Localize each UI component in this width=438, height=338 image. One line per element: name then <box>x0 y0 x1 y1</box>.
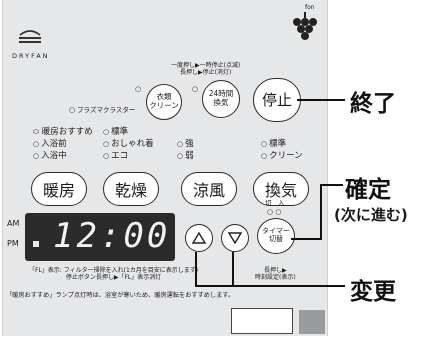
clothes-clean-label: 衣類 クリーン <box>149 92 179 110</box>
callout-next: (次に進む) <box>334 206 408 224</box>
heating-label: 暖房 <box>42 181 75 200</box>
timer-on-off-labels: 切 入 <box>265 199 285 207</box>
heating-button[interactable]: 暖房 <box>31 172 87 206</box>
triangle-down-icon <box>228 232 242 244</box>
bottom-window <box>231 308 293 334</box>
callout-line-change-v2 <box>232 252 234 286</box>
heating-option: 入浴前 <box>33 138 93 150</box>
ventilation-24h-button[interactable]: 24時間 換気 <box>202 80 240 118</box>
dryfan-logo-icon <box>17 28 43 48</box>
brand-name: DRYFAN <box>12 52 50 60</box>
timer-label: タイマー 切替 <box>262 227 290 243</box>
pm-label: PM <box>7 239 19 248</box>
clothes-clean-lamp <box>135 84 143 93</box>
heating-options: ⬭ 暖房おすすめ 入浴前 入浴中 <box>33 126 93 162</box>
stop-label: 停止 <box>261 90 292 109</box>
pm-indicator-icon <box>33 241 39 247</box>
callout-confirm: 確定 <box>345 177 391 203</box>
ventilation-option: クリーン <box>261 150 303 162</box>
timer-long-press-note: 長押し▶ 時刻設定(表示) <box>255 267 296 281</box>
cooling-options: 強 弱 <box>177 138 194 162</box>
corner-mark: fon <box>305 4 315 11</box>
triangle-up-icon <box>192 232 206 244</box>
time-display: AM PM 12:00 <box>7 213 175 261</box>
plasma-cluster-label: プラズマクラスター <box>69 106 135 114</box>
heating-recommend-lamp: ⬭ 暖房おすすめ <box>33 127 93 137</box>
time-readout: 12:00 <box>53 216 171 256</box>
callout-line-change-h <box>195 285 345 287</box>
ventilation-button[interactable]: 換気 <box>253 172 309 206</box>
callout-line-change-v1 <box>195 252 197 286</box>
footer-note: 「暖房おすすめ」ランプ点灯時は、浴室が寒いため、暖房運転をおすすめします。 <box>6 292 235 299</box>
drying-option: おしゃれ着 <box>103 138 154 150</box>
drying-button[interactable]: 乾燥 <box>103 172 159 206</box>
cooling-option: 強 <box>177 138 194 150</box>
control-panel: DRYFAN fon 一度押し▶一時停止(点滅) 長押し▶停止(消灯) プラズマ… <box>2 0 328 336</box>
callout-line-end <box>297 99 345 101</box>
callout-line-confirm-v <box>320 184 322 240</box>
ventilation-24h-lamp <box>192 84 200 93</box>
callout-line-confirm-h2 <box>291 238 322 240</box>
cooling-label: 涼風 <box>192 181 225 200</box>
cooling-button[interactable]: 涼風 <box>181 172 237 206</box>
clothes-clean-button[interactable]: 衣類 クリーン <box>146 84 182 120</box>
filter-note: 「FL」表示: フィルター掃除を入れ(1カ月を目安に表示します) 停止ボタン長押… <box>29 267 199 281</box>
drying-label: 乾燥 <box>114 181 147 200</box>
up-button[interactable] <box>185 224 213 252</box>
ventilation-24h-label: 24時間 換気 <box>208 89 234 107</box>
sensor-square <box>299 310 325 334</box>
callout-line-confirm-h <box>321 184 343 186</box>
stop-button[interactable]: 停止 <box>253 78 301 122</box>
drying-option: 標準 <box>103 126 154 138</box>
heating-option: 入浴中 <box>33 150 93 162</box>
grape-icon <box>289 12 319 46</box>
am-label: AM <box>7 219 20 228</box>
timer-lamps: ○ ○ <box>267 208 282 216</box>
cooling-option: 弱 <box>177 150 194 162</box>
drying-options: 標準 おしゃれ着 エコ <box>103 126 154 162</box>
callout-end: 終了 <box>350 91 396 117</box>
timer-button[interactable]: タイマー 切替 <box>257 218 295 254</box>
ventilation-label: 換気 <box>264 181 297 200</box>
stop-button-note: 一度押し▶一時停止(点滅) 長押し▶停止(消灯) <box>171 62 241 76</box>
down-button[interactable] <box>221 224 249 252</box>
ventilation-option: 標準 <box>261 138 303 150</box>
ventilation-options: 標準 クリーン <box>261 138 303 162</box>
drying-option: エコ <box>103 150 154 162</box>
callout-change: 変更 <box>350 279 396 305</box>
